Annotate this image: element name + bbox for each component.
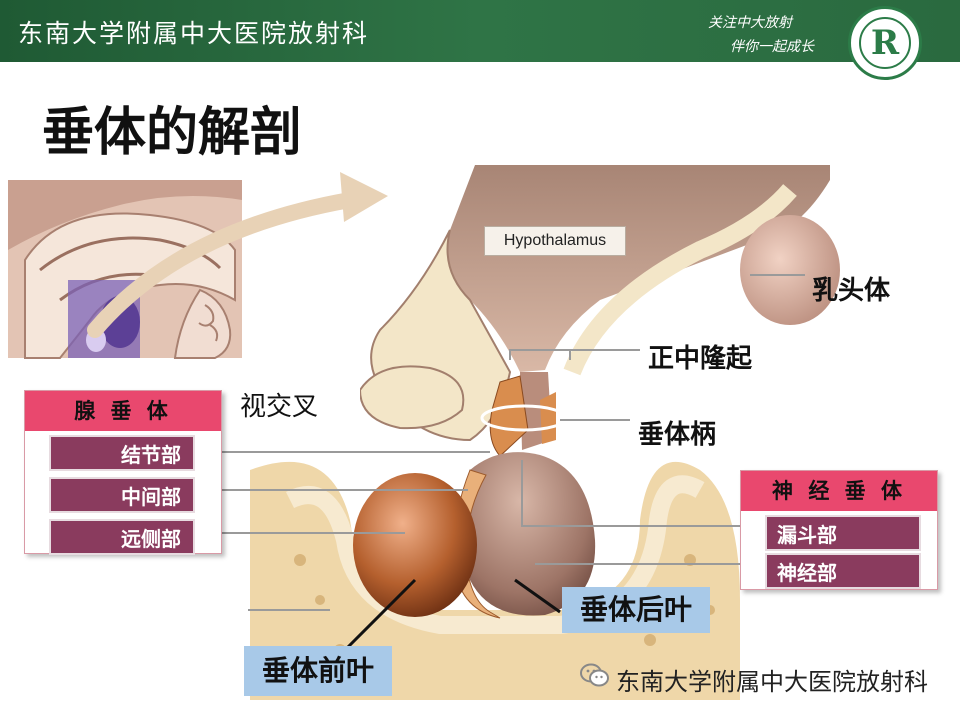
header-title: 东南大学附属中大医院放射科: [18, 19, 370, 48]
page-title: 垂体的解剖: [42, 103, 303, 163]
pars-intermedia-item: 中间部: [49, 477, 195, 513]
median-eminence-label: 正中隆起: [648, 344, 753, 374]
adenohypophysis-panel: 腺 垂 体 结节部 中间部 远侧部: [24, 390, 222, 555]
posterior-lobe-label: 垂体后叶: [562, 587, 710, 633]
slogan-line-1: 关注中大放射: [708, 15, 792, 31]
footer-watermark-text: 东南大学附属中大医院放射科: [616, 668, 928, 696]
anterior-lobe-shape: [353, 473, 477, 617]
pars-nervosa-item: 神经部: [765, 553, 921, 589]
neurohypophysis-title: 神 经 垂 体: [741, 471, 937, 511]
optic-chiasm-shape: [358, 365, 465, 430]
hypothalamus-label: Hypothalamus: [484, 226, 626, 256]
anterior-lobe-label: 垂体前叶: [244, 646, 392, 696]
zoom-arrow: [87, 192, 358, 338]
slogan-line-2: 伴你一起成长: [730, 39, 814, 55]
wechat-icon: [580, 663, 609, 687]
adenohypophysis-title: 腺 垂 体: [25, 391, 221, 431]
header-bar: 东南大学附属中大医院放射科 关注中大放射 伴你一起成长: [0, 0, 960, 62]
pars-tuberalis-shape: [489, 375, 529, 457]
leader-lines: [220, 274, 805, 611]
neurohypophysis-panel: 神 经 垂 体 漏斗部 神经部: [740, 470, 938, 590]
logo-inner-ring: R: [859, 17, 911, 69]
hospital-logo: R: [848, 6, 922, 80]
lobe-pointer-lines: [343, 578, 561, 652]
pars-distalis-item: 远侧部: [49, 519, 195, 555]
pars-tuberalis-right-shape: [540, 392, 556, 444]
logo-letter: R: [870, 23, 900, 63]
optic-chiasm-label: 视交叉: [232, 384, 360, 430]
pars-tuberalis-item: 结节部: [49, 435, 195, 471]
mammillary-body-label: 乳头体: [812, 276, 891, 306]
pituitary-stalk-label: 垂体柄: [638, 420, 717, 450]
posterior-lobe-shape: [470, 452, 596, 616]
stalk-ring: [480, 404, 568, 432]
infundibulum-item: 漏斗部: [765, 515, 921, 551]
brain-inset: [8, 180, 242, 359]
zoom-arrowhead: [340, 172, 388, 222]
